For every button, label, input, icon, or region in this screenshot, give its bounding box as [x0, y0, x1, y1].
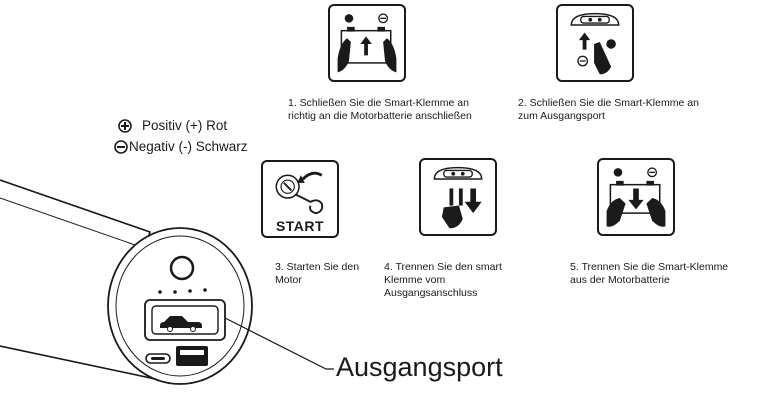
- step-5-caption: 5. Trennen Sie die Smart-Klemme aus der …: [570, 261, 728, 287]
- step-4-caption-line: 4. Trennen Sie den smart: [384, 261, 502, 273]
- step-1-caption-line: richtig an die Motorbatterie anschließen: [288, 110, 472, 122]
- step-5-caption-line: aus der Motorbatterie: [570, 274, 670, 286]
- step-3-illustration: START: [261, 160, 339, 238]
- indicator-led: [158, 290, 162, 294]
- step-4-caption: 4. Trennen Sie den smart Klemme vom Ausg…: [384, 261, 502, 300]
- step-2-caption-line: zum Ausgangsport: [518, 110, 605, 122]
- step-3-caption-line: 3. Starten Sie den: [275, 261, 360, 273]
- battery-clamp-disconnect-icon: [606, 167, 666, 227]
- legend-negative-label: Negativ (-) Schwarz: [129, 139, 248, 154]
- step-1-caption-line: 1. Schließen Sie die Smart-Klemme an: [288, 97, 469, 109]
- step-4-caption-line: Klemme vom: [384, 274, 446, 286]
- step-4-caption-line: Ausgangsanschluss: [384, 287, 478, 299]
- step-1-caption: 1. Schließen Sie die Smart-Klemme an ric…: [288, 97, 472, 123]
- start-label: START: [275, 218, 325, 234]
- plus-circle-icon: [118, 119, 132, 133]
- usb-a-port: [176, 346, 208, 366]
- car-icon: [160, 316, 202, 328]
- step-2-caption-line: 2. Schließen Sie die Smart-Klemme an: [518, 97, 699, 109]
- step-2-illustration: [556, 4, 634, 82]
- power-button-icon: [169, 255, 195, 281]
- legend-positive: Positiv (+) Rot: [118, 118, 227, 134]
- step-5-caption-line: 5. Trennen Sie die Smart-Klemme: [570, 261, 729, 273]
- step-3-caption-line: Motor: [275, 274, 302, 286]
- output-port-label: Ausgangsport: [336, 352, 503, 382]
- output-port-connect-icon: [570, 12, 620, 75]
- step-5-illustration: [597, 158, 675, 236]
- legend-negative: Negativ (-) Schwarz: [114, 139, 248, 155]
- output-port-disconnect-icon: [433, 166, 483, 229]
- step-3-caption: 3. Starten Sie den Motor: [275, 261, 359, 287]
- indicator-led: [188, 289, 192, 293]
- step-4-illustration: [419, 158, 497, 236]
- indicator-led: [203, 288, 207, 292]
- indicator-led: [173, 290, 177, 294]
- minus-circle-icon: [114, 140, 128, 154]
- battery-clamp-connect-icon: [337, 13, 397, 73]
- legend-positive-label: Positiv (+) Rot: [142, 118, 228, 133]
- callout-leader-line: [224, 317, 334, 370]
- step-1-illustration: [328, 4, 406, 82]
- step-2-caption: 2. Schließen Sie die Smart-Klemme an zum…: [518, 97, 699, 123]
- ignition-key-icon: [275, 171, 324, 215]
